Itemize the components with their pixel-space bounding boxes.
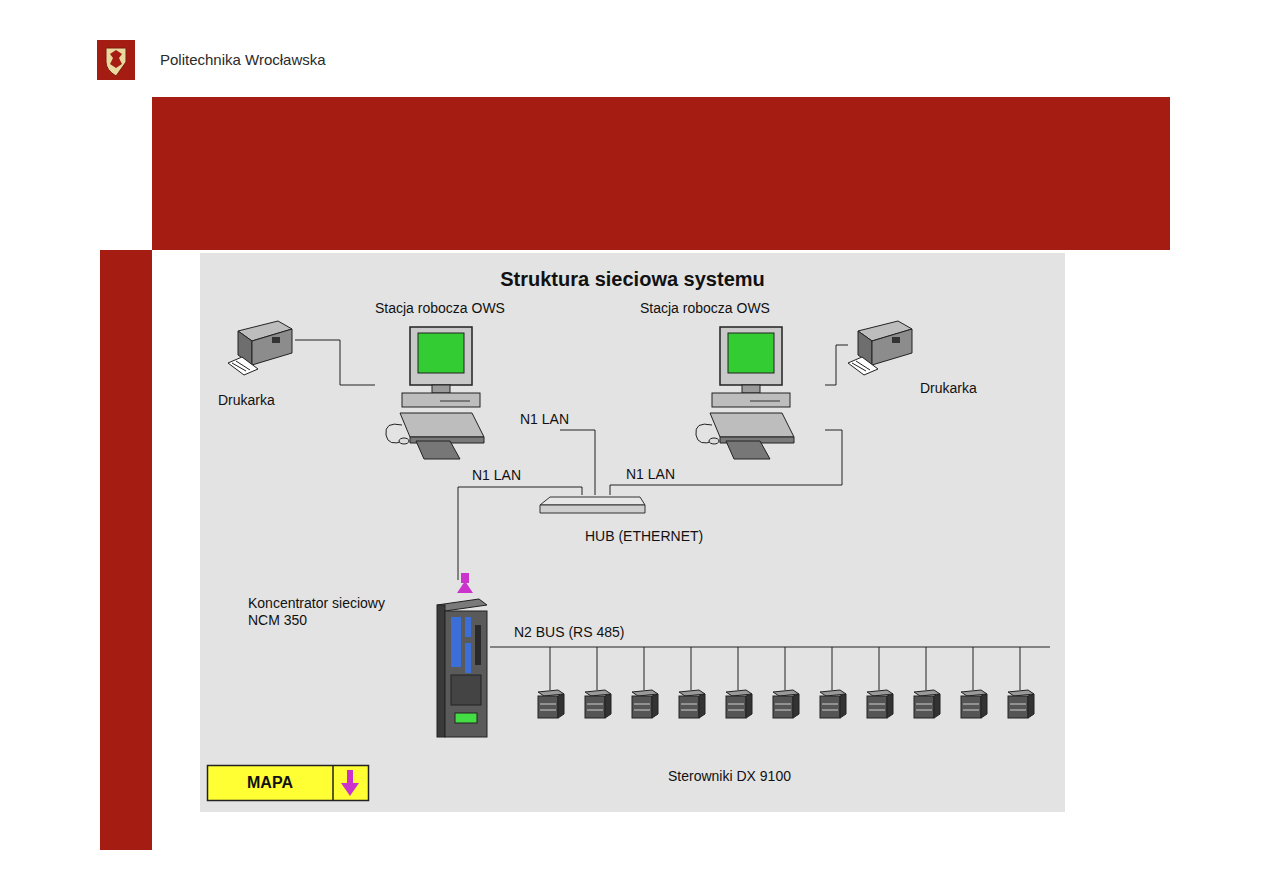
printer-icon-drawing: [848, 313, 912, 375]
network-cable: [295, 340, 375, 385]
controller-group-drawing: [505, 640, 1050, 730]
network-cable: [825, 345, 848, 385]
network-cable: [560, 430, 595, 495]
controller-group: Sterowniki DX 9100: [505, 640, 1050, 790]
cable-label: N1 LAN: [470, 467, 523, 483]
workstation-icon: Stacja robocza OWS: [640, 300, 825, 470]
node-label: Drukarka: [218, 392, 275, 409]
cable-label: N1 LAN: [624, 466, 677, 482]
ethernet-hub-drawing: [540, 495, 645, 515]
workstation-icon-drawing: [690, 325, 795, 465]
network-controller-drawing: [435, 595, 487, 737]
node-label: HUB (ETHERNET): [585, 528, 703, 545]
node-label: Stacja robocza OWS: [375, 300, 505, 317]
ethernet-hub: HUB (ETHERNET): [540, 495, 755, 550]
university-name: Politechnika Wrocławska: [160, 51, 326, 68]
network-controller: Koncentrator sieciowy NCM 350: [245, 580, 490, 740]
node-label: Sterowniki DX 9100: [668, 768, 791, 785]
cable-label: N1 LAN: [518, 411, 571, 427]
workstation-icon-drawing: [380, 325, 485, 465]
workstation-icon: Stacja robocza OWS: [375, 300, 560, 470]
printer-icon: Drukarka: [848, 310, 998, 400]
cable-label: N2 BUS (RS 485): [512, 624, 626, 640]
network-cable: [490, 647, 505, 648]
printer-icon: Drukarka: [215, 310, 295, 415]
node-label: Drukarka: [920, 380, 977, 397]
map-button: MAPA: [207, 765, 369, 801]
diagram-title: Struktura sieciowa systemu: [200, 268, 1065, 291]
network-cable: [610, 430, 842, 495]
node-label: MAPA: [207, 774, 333, 791]
node-label: Stacja robocza OWS: [640, 300, 770, 317]
printer-icon-drawing: [228, 313, 292, 375]
node-label: Koncentrator sieciowy NCM 350: [248, 595, 416, 629]
